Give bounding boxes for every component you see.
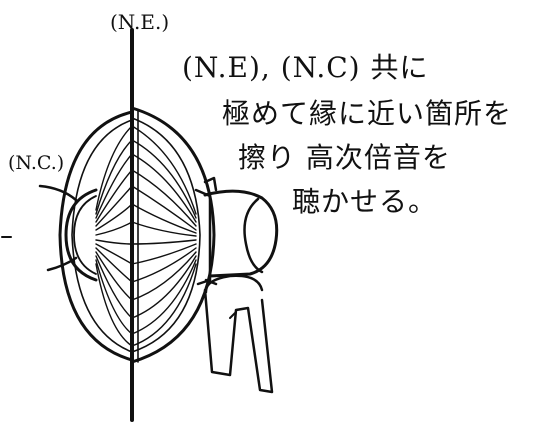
note-line-2: 極めて縁に近い箇所を [222, 97, 513, 130]
stand-column [203, 288, 274, 394]
note-line-4: 聴かせる。 [292, 185, 438, 218]
stand-joint [229, 311, 237, 319]
bell-edge-top [38, 184, 78, 202]
dome-left-inner [71, 119, 133, 353]
radial-lines-right [131, 125, 197, 347]
dome-left-outline [58, 110, 134, 362]
housing-body [203, 189, 279, 278]
bell-hub-inner [73, 195, 97, 275]
dome-right-inner [131, 117, 201, 353]
label-ne: (N.E.) [110, 10, 170, 34]
housing-rim [243, 197, 264, 274]
radial-lines-left [95, 125, 133, 347]
note-line-1: (N.E), (N.C) 共に [182, 51, 429, 84]
dome-right-outline [130, 106, 216, 364]
label-nc: (N.C.) [8, 152, 65, 174]
bell-edge-bottom [46, 256, 78, 272]
housing-mount [194, 188, 212, 286]
bell-hub [64, 188, 98, 282]
note-line-3: 擦り 高次倍音を [238, 141, 451, 174]
